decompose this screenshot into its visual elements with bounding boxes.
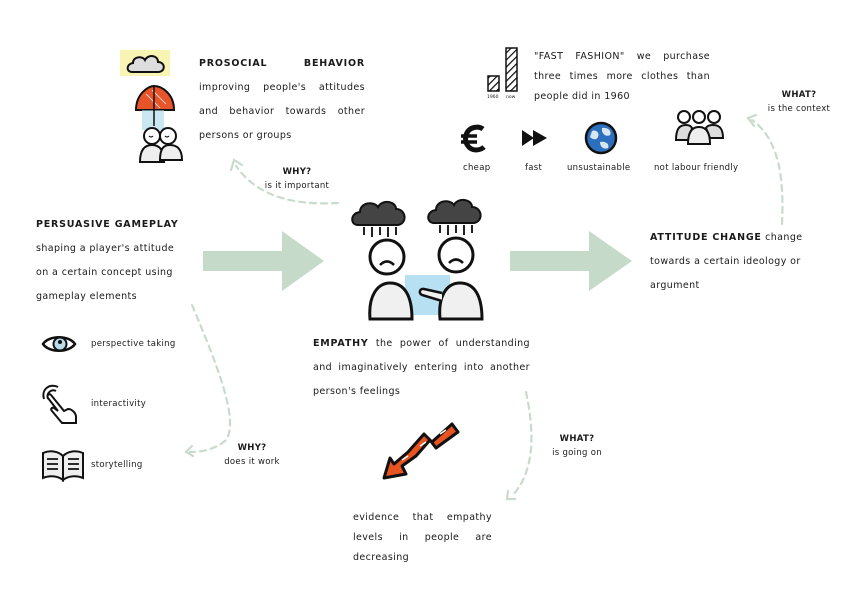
feature-label: cheap: [463, 163, 491, 173]
cloud-umbrella-people-icon: [116, 44, 196, 166]
why-work-heading: WHY?: [237, 443, 267, 453]
open-book-icon: [40, 448, 86, 483]
connector-arrowhead: [184, 444, 195, 458]
why-work-label: WHY? does it work: [216, 441, 288, 469]
element-label: perspective taking: [91, 339, 176, 349]
why-work-sub: does it work: [224, 457, 280, 467]
connector-why-important: [234, 164, 340, 205]
connector-what-going-on: [510, 390, 533, 498]
group-people-icon: [674, 108, 725, 148]
connector-arrowhead: [505, 489, 517, 501]
element-label: storytelling: [91, 460, 143, 470]
connector-why-work: [188, 303, 232, 454]
euro-icon: [459, 123, 489, 153]
prosocial-block: PROSOCIAL BEHAVIOR improving people's at…: [199, 52, 365, 148]
empathy-block: EMPATHY the power of understanding and i…: [313, 332, 530, 404]
evidence-line: evidence that empathy: [353, 512, 492, 523]
fast-fashion-line: we purchase: [636, 51, 711, 62]
flow-arrow-left: [203, 231, 324, 291]
sad-people-clouds-icon: [350, 195, 500, 325]
why-important-label: WHY? is it important: [252, 165, 342, 193]
evidence-block: evidence that empathy levels in people a…: [353, 508, 492, 568]
decline-arrow-icon: [380, 422, 460, 482]
eye-icon: [41, 333, 77, 355]
what-going-on-label: WHAT? is going on: [540, 432, 614, 460]
bar-label-now: now: [506, 95, 516, 100]
bar-chart-icon: 1960 now: [484, 46, 526, 106]
attitude-line: change: [765, 232, 803, 243]
attitude-line: towards a certain ideology or: [650, 256, 801, 267]
persuasive-title: PERSUASIVE GAMEPLAY: [36, 219, 179, 230]
bar-label-1960: 1960: [487, 95, 499, 100]
touch-hand-icon: [38, 381, 80, 425]
feature-label: fast: [525, 163, 543, 173]
persuasive-block: PERSUASIVE GAMEPLAY shaping a player's a…: [36, 213, 196, 309]
what-context-label: WHAT? is the context: [756, 88, 842, 116]
empathy-line: the power of understanding: [375, 338, 530, 349]
globe-icon: [584, 121, 618, 155]
what-context-sub: is the context: [767, 104, 831, 114]
persuasive-line: gameplay elements: [36, 291, 138, 302]
evidence-line: decreasing: [353, 552, 410, 563]
connector-what-context: [750, 118, 784, 226]
feature-label: unsustainable: [567, 163, 631, 173]
feature-label: not labour friendly: [654, 163, 739, 173]
why-important-sub: is it important: [264, 181, 330, 191]
fast-fashion-heading: "FAST FASHION": [534, 51, 625, 62]
fast-fashion-line: people did in 1960: [534, 91, 630, 102]
prosocial-line: persons or groups: [199, 130, 292, 141]
prosocial-line: improving people's attitudes: [199, 82, 365, 93]
prosocial-line: and behavior towards other: [199, 106, 365, 117]
fast-fashion-block: "FAST FASHION" we purchase three times m…: [534, 47, 710, 107]
flow-arrow-right: [510, 231, 632, 291]
element-label: interactivity: [91, 399, 147, 409]
fast-forward-icon: [521, 127, 549, 149]
persuasive-line: on a certain concept using: [36, 267, 173, 278]
attitude-title: ATTITUDE CHANGE: [650, 232, 762, 243]
what-going-on-sub: is going on: [552, 448, 602, 458]
evidence-line: levels in people are: [353, 532, 492, 543]
fast-fashion-line: three times more clothes than: [534, 71, 710, 82]
why-important-heading: WHY?: [282, 167, 312, 177]
connector-arrowhead: [229, 158, 244, 172]
empathy-title: EMPATHY: [313, 338, 369, 349]
prosocial-title: PROSOCIAL BEHAVIOR: [199, 58, 365, 69]
attitude-block: ATTITUDE CHANGE change towards a certain…: [650, 226, 810, 298]
what-going-on-heading: WHAT?: [559, 434, 595, 444]
persuasive-line: shaping a player's attitude: [36, 243, 175, 254]
empathy-line: person's feelings: [313, 386, 401, 397]
attitude-line: argument: [650, 280, 700, 291]
connector-arrowhead: [746, 113, 758, 128]
what-context-heading: WHAT?: [781, 90, 817, 100]
empathy-line: and imaginatively entering into another: [313, 362, 530, 373]
